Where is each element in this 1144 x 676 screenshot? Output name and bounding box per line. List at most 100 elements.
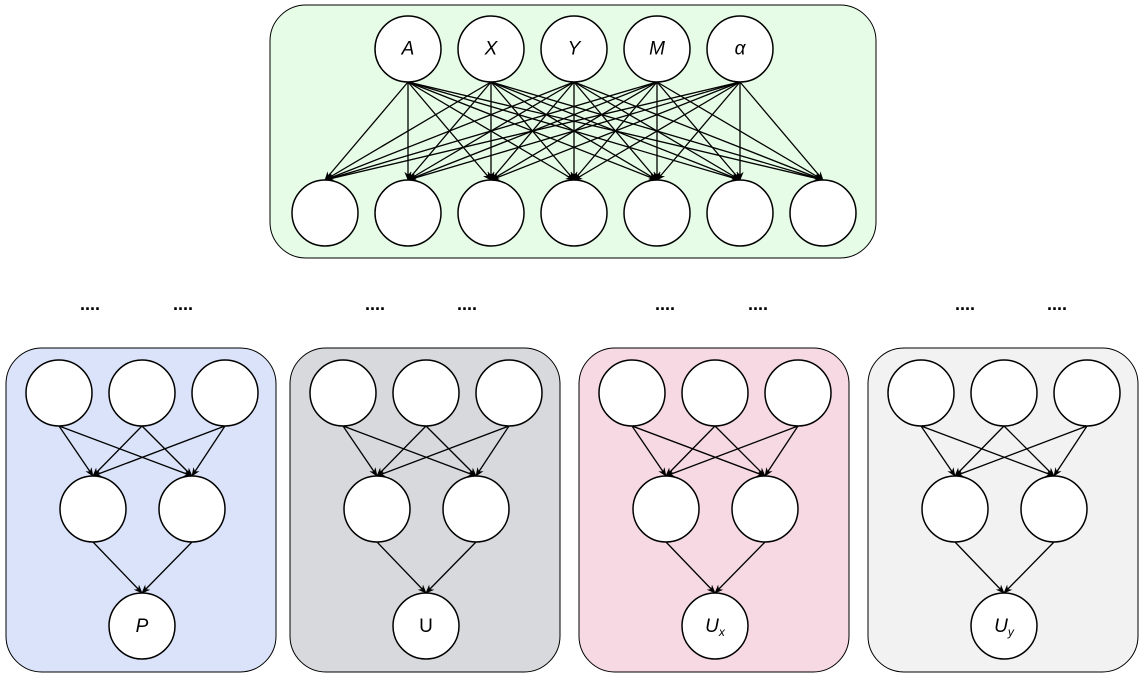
- output-node-label: P: [136, 616, 149, 637]
- edge-arrow: [954, 425, 1088, 477]
- hidden-node: [1020, 475, 1088, 543]
- edge-arrow: [324, 81, 575, 181]
- input-node: [970, 359, 1038, 427]
- hidden-node: [921, 475, 989, 543]
- input-node: [764, 359, 832, 427]
- output-label-main: U: [705, 616, 719, 637]
- hidden-node: [59, 475, 127, 543]
- input-node: [598, 359, 666, 427]
- hidden-node: [457, 179, 525, 247]
- input-node-label: Y: [568, 39, 582, 60]
- edge-arrow: [665, 425, 716, 477]
- input-node: [457, 15, 525, 83]
- input-node-label: α: [735, 39, 747, 60]
- output-label-main: U: [419, 616, 433, 637]
- ellipsis-dots: ....: [457, 294, 477, 314]
- edge-arrow: [324, 81, 741, 182]
- edge-arrow: [665, 541, 716, 594]
- input-node-label: X: [484, 39, 499, 60]
- input-node: [309, 359, 377, 427]
- edge-arrow: [407, 81, 741, 182]
- edge-arrow: [739, 81, 824, 181]
- edge-arrow: [1003, 425, 1055, 477]
- hidden-node: [623, 179, 691, 247]
- edge-arrow: [764, 425, 799, 477]
- ellipsis-dots: ....: [955, 294, 975, 314]
- edge-arrow: [342, 425, 477, 477]
- hidden-node: [632, 475, 700, 543]
- edge-arrow: [58, 425, 193, 477]
- input-node: [887, 359, 955, 427]
- sub-network-container: [578, 347, 850, 673]
- hidden-node: [442, 475, 510, 543]
- edge-arrow: [1003, 541, 1055, 594]
- output-node-label: Uy: [994, 616, 1015, 640]
- input-node: [623, 15, 691, 83]
- input-node: [108, 359, 176, 427]
- sub-network-container: [5, 347, 277, 673]
- output-node: [392, 592, 460, 660]
- hidden-node: [291, 179, 359, 247]
- input-node: [540, 15, 608, 83]
- edge-arrow: [342, 425, 378, 477]
- edge-arrow: [58, 425, 94, 477]
- sub-network-1: ........ P: [5, 294, 277, 673]
- edge-arrow: [475, 425, 510, 477]
- edge-arrow: [141, 541, 193, 594]
- sub-network-2: ........ U: [289, 294, 561, 673]
- ellipsis-dots: ....: [80, 294, 100, 314]
- input-node: [475, 359, 543, 427]
- edge-arrow: [324, 81, 658, 182]
- edge-arrow: [324, 81, 409, 181]
- output-label-subscript: x: [718, 625, 726, 639]
- edge-arrow: [631, 425, 766, 477]
- sub-network-3: ........ Ux: [578, 294, 850, 673]
- output-node: [681, 592, 749, 660]
- edge-arrow: [656, 81, 741, 181]
- edge-arrow: [954, 425, 1005, 477]
- output-label-main: P: [136, 616, 149, 637]
- edge-arrow: [324, 81, 492, 181]
- input-node: [392, 359, 460, 427]
- edge-arrow: [714, 425, 766, 477]
- edge-arrow: [920, 425, 1055, 477]
- hidden-node: [343, 475, 411, 543]
- edge-arrow: [425, 541, 477, 594]
- edge-arrow: [714, 541, 766, 594]
- input-node: [706, 15, 774, 83]
- output-label-main: U: [994, 616, 1008, 637]
- edge-arrow: [631, 425, 667, 477]
- output-node: [108, 592, 176, 660]
- edge-arrow: [376, 425, 510, 477]
- hidden-node: [789, 179, 857, 247]
- ellipsis-dots: ....: [1047, 294, 1067, 314]
- input-node: [1053, 359, 1121, 427]
- hidden-node: [731, 475, 799, 543]
- hidden-node: [374, 179, 442, 247]
- hidden-node: [706, 179, 774, 247]
- edge-arrow: [191, 425, 226, 477]
- edge-arrow: [920, 425, 956, 477]
- ellipsis-dots: ....: [655, 294, 675, 314]
- edge-arrow: [92, 425, 143, 477]
- edge-arrow: [92, 541, 143, 594]
- edge-arrow: [490, 81, 741, 181]
- ellipsis-dots: ....: [748, 294, 768, 314]
- ellipsis-dots: ....: [365, 294, 385, 314]
- output-node: [970, 592, 1038, 660]
- edge-arrow: [376, 425, 427, 477]
- sub-network-container: [867, 347, 1139, 673]
- hidden-node: [158, 475, 226, 543]
- sub-network-container: [289, 347, 561, 673]
- edge-arrow: [954, 541, 1005, 594]
- edge-arrow: [1053, 425, 1088, 477]
- ellipsis-dots: ....: [173, 294, 193, 314]
- input-node: [191, 359, 259, 427]
- input-node-label: A: [401, 39, 415, 60]
- output-label-subscript: y: [1007, 625, 1015, 639]
- edge-arrow: [376, 541, 427, 594]
- hidden-node: [540, 179, 608, 247]
- output-node-label: U: [419, 616, 433, 637]
- input-node: [25, 359, 93, 427]
